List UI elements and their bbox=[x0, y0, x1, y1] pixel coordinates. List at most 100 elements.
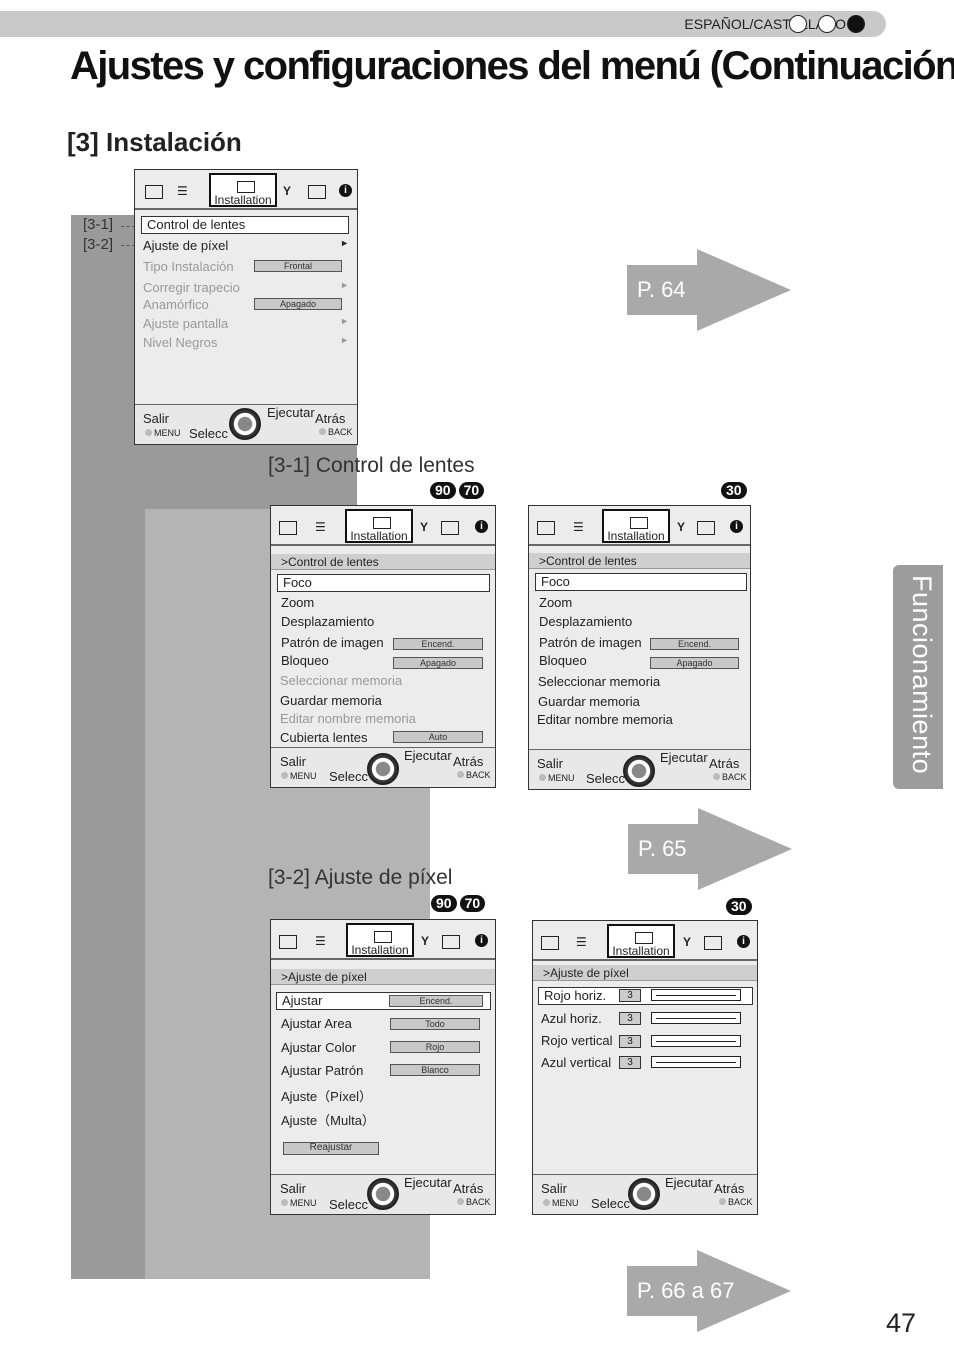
menu-key: MENU bbox=[281, 1198, 317, 1208]
badge-30: 30 bbox=[721, 482, 747, 499]
item-edit-memory-name[interactable]: Editar nombre memoria bbox=[280, 711, 416, 726]
picture-icon[interactable] bbox=[279, 935, 297, 949]
info-icon[interactable]: i bbox=[475, 934, 488, 947]
model-badges-30: 30 bbox=[721, 482, 747, 499]
menu-item-anamorphic[interactable]: Anamórfico bbox=[143, 297, 349, 312]
item-adjust-pattern[interactable]: Ajustar Patrón bbox=[281, 1063, 364, 1078]
adjust-icon[interactable]: ☰ bbox=[315, 934, 326, 948]
wrench-icon[interactable]: Y bbox=[420, 520, 429, 534]
item-zoom[interactable]: Zoom bbox=[281, 595, 315, 610]
menu-key: MENU bbox=[543, 1198, 579, 1208]
display-icon[interactable] bbox=[308, 185, 326, 199]
menu-item-keystone[interactable]: Corregir trapecio► bbox=[143, 280, 349, 295]
control-dial-icon bbox=[623, 755, 655, 787]
page-title: Ajustes y configuraciones del menú (Cont… bbox=[70, 44, 954, 88]
item-adjust-pixel[interactable]: Ajuste（Píxel） bbox=[281, 1089, 373, 1104]
item-save-memory[interactable]: Guardar memoria bbox=[538, 694, 640, 709]
execute-label: Ejecutar bbox=[665, 1175, 713, 1190]
item-select-memory[interactable]: Seleccionar memoria bbox=[538, 674, 661, 689]
item-select-memory[interactable]: Seleccionar memoria bbox=[280, 673, 403, 688]
item-pattern[interactable]: Patrón de imagen bbox=[539, 635, 642, 650]
arrow-right-icon: ► bbox=[340, 335, 349, 345]
wrench-icon[interactable]: Y bbox=[283, 184, 292, 198]
lens-menu-9070: ☰ Installation Y i >Control de lentes Fo… bbox=[270, 505, 496, 788]
red-horizontal-slider[interactable] bbox=[651, 989, 741, 1001]
pixel-menu-30: ☰ Installation Y i >Ajuste de píxel Rojo… bbox=[532, 920, 758, 1215]
item-blue-horizontal[interactable]: Azul horiz. bbox=[541, 1011, 602, 1026]
item-blue-vertical[interactable]: Azul vertical bbox=[541, 1055, 612, 1070]
menu-item-screen[interactable]: Ajuste pantalla► bbox=[143, 316, 349, 331]
adjust-icon[interactable]: ☰ bbox=[315, 520, 326, 534]
red-vertical-slider[interactable] bbox=[651, 1035, 741, 1047]
callout-line-2 bbox=[121, 245, 141, 246]
blue-horizontal-value: 3 bbox=[619, 1012, 641, 1025]
label: Ajuste de píxel bbox=[143, 238, 229, 253]
item-red-vertical[interactable]: Rojo vertical bbox=[541, 1033, 613, 1048]
item-adjust-fine[interactable]: Ajuste（Multa） bbox=[281, 1113, 375, 1128]
breadcrumb: >Ajuste de píxel bbox=[533, 965, 757, 981]
item-shift[interactable]: Desplazamiento bbox=[281, 614, 375, 629]
menu-key: MENU bbox=[281, 771, 317, 781]
installation-tab[interactable]: Installation bbox=[607, 924, 675, 958]
badge-90: 90 bbox=[430, 482, 456, 499]
item-focus[interactable]: Foco bbox=[535, 573, 747, 591]
wrench-icon[interactable]: Y bbox=[421, 934, 430, 948]
page-number: 47 bbox=[886, 1308, 917, 1338]
info-icon[interactable]: i bbox=[737, 935, 750, 948]
adjust-icon[interactable]: ☰ bbox=[177, 184, 188, 198]
installation-tab[interactable]: Installation bbox=[602, 509, 670, 543]
select-label: Selecc bbox=[189, 426, 229, 441]
item-lock[interactable]: Bloqueo bbox=[281, 653, 329, 668]
crumb-text: Ajuste de píxel bbox=[288, 970, 367, 984]
display-icon[interactable] bbox=[442, 935, 460, 949]
item-lens-cover[interactable]: Cubierta lentes bbox=[280, 730, 368, 745]
item-pattern[interactable]: Patrón de imagen bbox=[281, 635, 384, 650]
execute-label: Ejecutar bbox=[267, 405, 315, 420]
menu-item-install-type[interactable]: Tipo Instalación bbox=[143, 259, 349, 274]
control-dial-icon bbox=[628, 1178, 660, 1210]
menu-footer: Salir MENU Selecc Ejecutar Atrás BACK bbox=[529, 749, 750, 789]
item-save-memory[interactable]: Guardar memoria bbox=[280, 693, 382, 708]
arrow-right-icon: ► bbox=[340, 280, 349, 290]
menu-item-lens-control[interactable]: Control de lentes bbox=[141, 216, 349, 234]
menu-item-pixel[interactable]: Ajuste de píxel► bbox=[143, 238, 349, 253]
page-ref-3: P. 66 a 67 bbox=[637, 1278, 735, 1303]
item-focus[interactable]: Foco bbox=[277, 574, 490, 592]
blue-vertical-slider[interactable] bbox=[651, 1056, 741, 1068]
installation-tab[interactable]: Installation bbox=[209, 173, 277, 207]
info-icon[interactable]: i bbox=[730, 520, 743, 533]
crumb-text: Control de lentes bbox=[288, 555, 379, 569]
label: Foco bbox=[541, 574, 570, 589]
wrench-icon[interactable]: Y bbox=[677, 520, 686, 534]
picture-icon[interactable] bbox=[145, 185, 163, 199]
menu-item-black-level[interactable]: Nivel Negros► bbox=[143, 335, 349, 350]
picture-icon[interactable] bbox=[279, 521, 297, 535]
installation-tab[interactable]: Installation bbox=[346, 923, 414, 957]
installation-tab[interactable]: Installation bbox=[345, 509, 413, 543]
item-lock[interactable]: Bloqueo bbox=[539, 653, 587, 668]
pattern-value: Encend. bbox=[650, 638, 739, 650]
item-adjust-color[interactable]: Ajustar Color bbox=[281, 1040, 357, 1055]
wrench-icon[interactable]: Y bbox=[683, 935, 692, 949]
display-icon[interactable] bbox=[697, 521, 715, 535]
adjust-icon[interactable]: ☰ bbox=[573, 520, 584, 534]
picture-icon[interactable] bbox=[541, 936, 559, 950]
info-icon[interactable]: i bbox=[339, 184, 352, 197]
item-adjust-area[interactable]: Ajustar Area bbox=[281, 1016, 352, 1031]
label: Foco bbox=[283, 575, 312, 590]
blue-horizontal-slider[interactable] bbox=[651, 1012, 741, 1024]
picture-icon[interactable] bbox=[537, 521, 555, 535]
execute-label: Ejecutar bbox=[660, 750, 708, 765]
badge-70: 70 bbox=[458, 482, 485, 499]
item-edit-memory-name[interactable]: Editar nombre memoria bbox=[537, 712, 673, 727]
item-shift[interactable]: Desplazamiento bbox=[539, 614, 633, 629]
gray-band-dark bbox=[71, 215, 145, 1279]
display-icon[interactable] bbox=[704, 936, 722, 950]
adjust-value: Encend. bbox=[389, 995, 483, 1007]
display-icon[interactable] bbox=[441, 521, 459, 535]
info-icon[interactable]: i bbox=[475, 520, 488, 533]
pattern-value: Encend. bbox=[393, 638, 483, 650]
item-zoom[interactable]: Zoom bbox=[539, 595, 573, 610]
reset-button[interactable]: Reajustar bbox=[283, 1142, 379, 1155]
adjust-icon[interactable]: ☰ bbox=[576, 935, 587, 949]
